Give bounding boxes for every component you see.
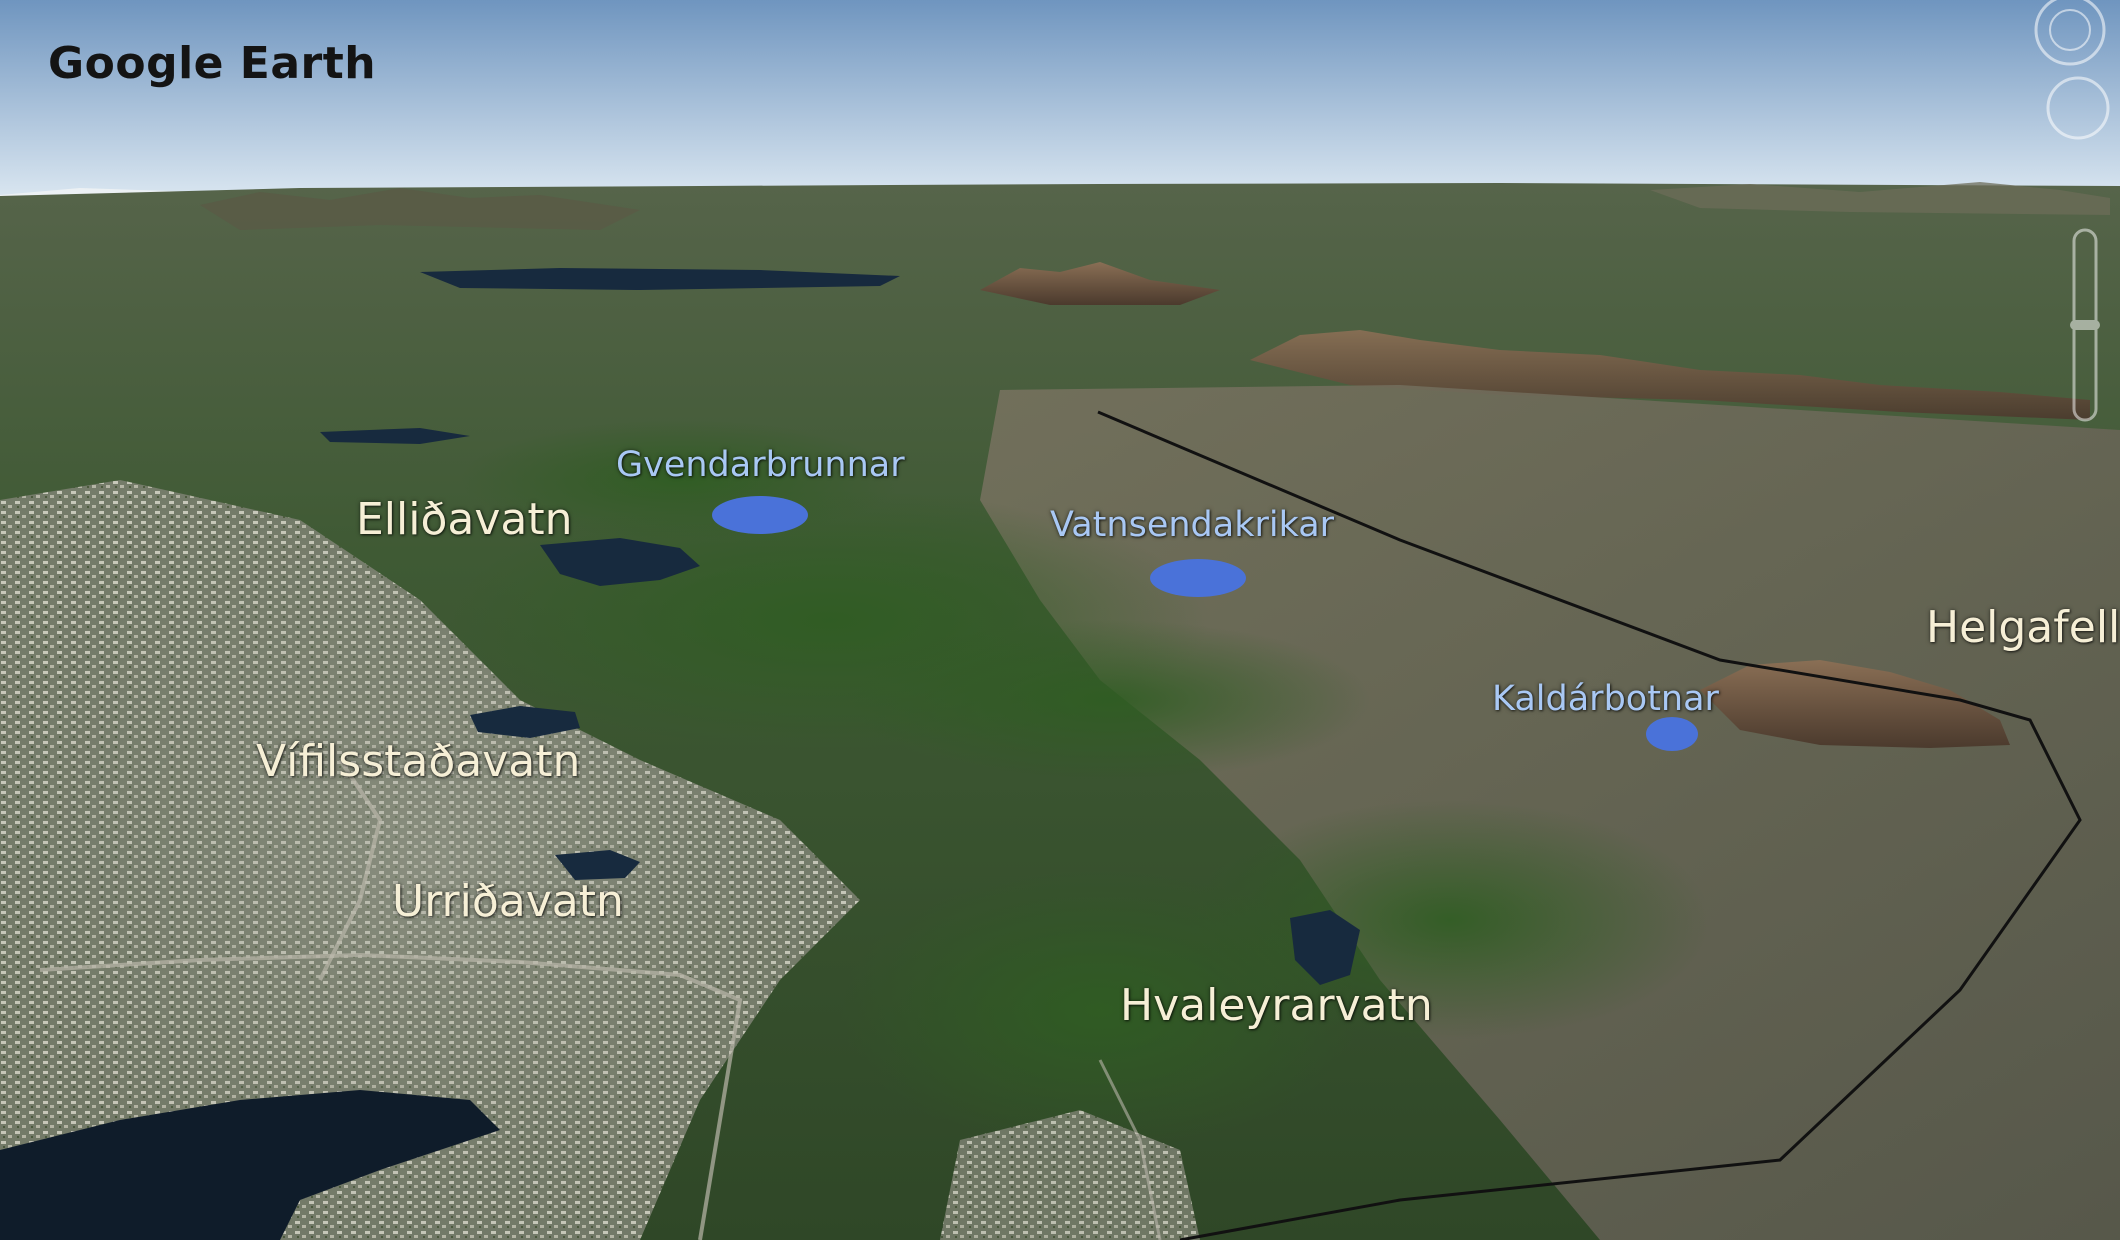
label-urridavatn: Urriðavatn [392,876,624,927]
road [1098,1059,1162,1240]
compass-control-icon[interactable] [2034,0,2110,140]
town-area [0,480,860,1240]
label-kaldarbotnar: Kaldárbotnar [1492,679,1719,719]
helgafell-mountain [1700,660,2010,748]
lake-far [320,428,470,444]
vegetation-patch [840,870,1360,1150]
vegetation-patch [850,620,1370,780]
spring-marker-vatnsendakrikar [1150,559,1246,597]
zoom-slider-icon[interactable] [2070,228,2100,422]
lake-ellidavatn [540,538,700,586]
far-ridge-right [1650,182,2110,215]
sea-inlet [0,1090,500,1240]
town-area-south [940,1110,1200,1240]
boundary-line [1097,410,2082,1240]
far-ridge [200,188,640,230]
spring-marker-gvendarbrunnar [712,496,808,534]
label-gvendarbrunnar: Gvendarbrunnar [616,445,905,485]
lake-far [420,268,900,290]
label-ellidavatn: Elliðavatn [356,494,573,545]
sky [0,0,2120,200]
road [39,952,743,1240]
label-helgafell: Helgafell [1926,602,2120,653]
mountain-ridge-east [1250,330,2090,420]
label-hvaleyrarvatn: Hvaleyrarvatn [1120,980,1433,1031]
lake-vifilsstadavatn [470,706,580,738]
road [318,758,383,981]
label-vifilsstadavatn: Vífilsstaðavatn [256,736,581,787]
lake-hvaleyrarvatn [1290,910,1360,985]
brand-title: Google Earth [48,38,377,89]
mountain-ridge-center [980,262,1220,305]
label-vatnsendakrikar: Vatnsendakrikar [1050,505,1335,545]
spring-marker-kaldarbotnar [1646,717,1698,751]
lake-urridavatn [555,850,640,880]
